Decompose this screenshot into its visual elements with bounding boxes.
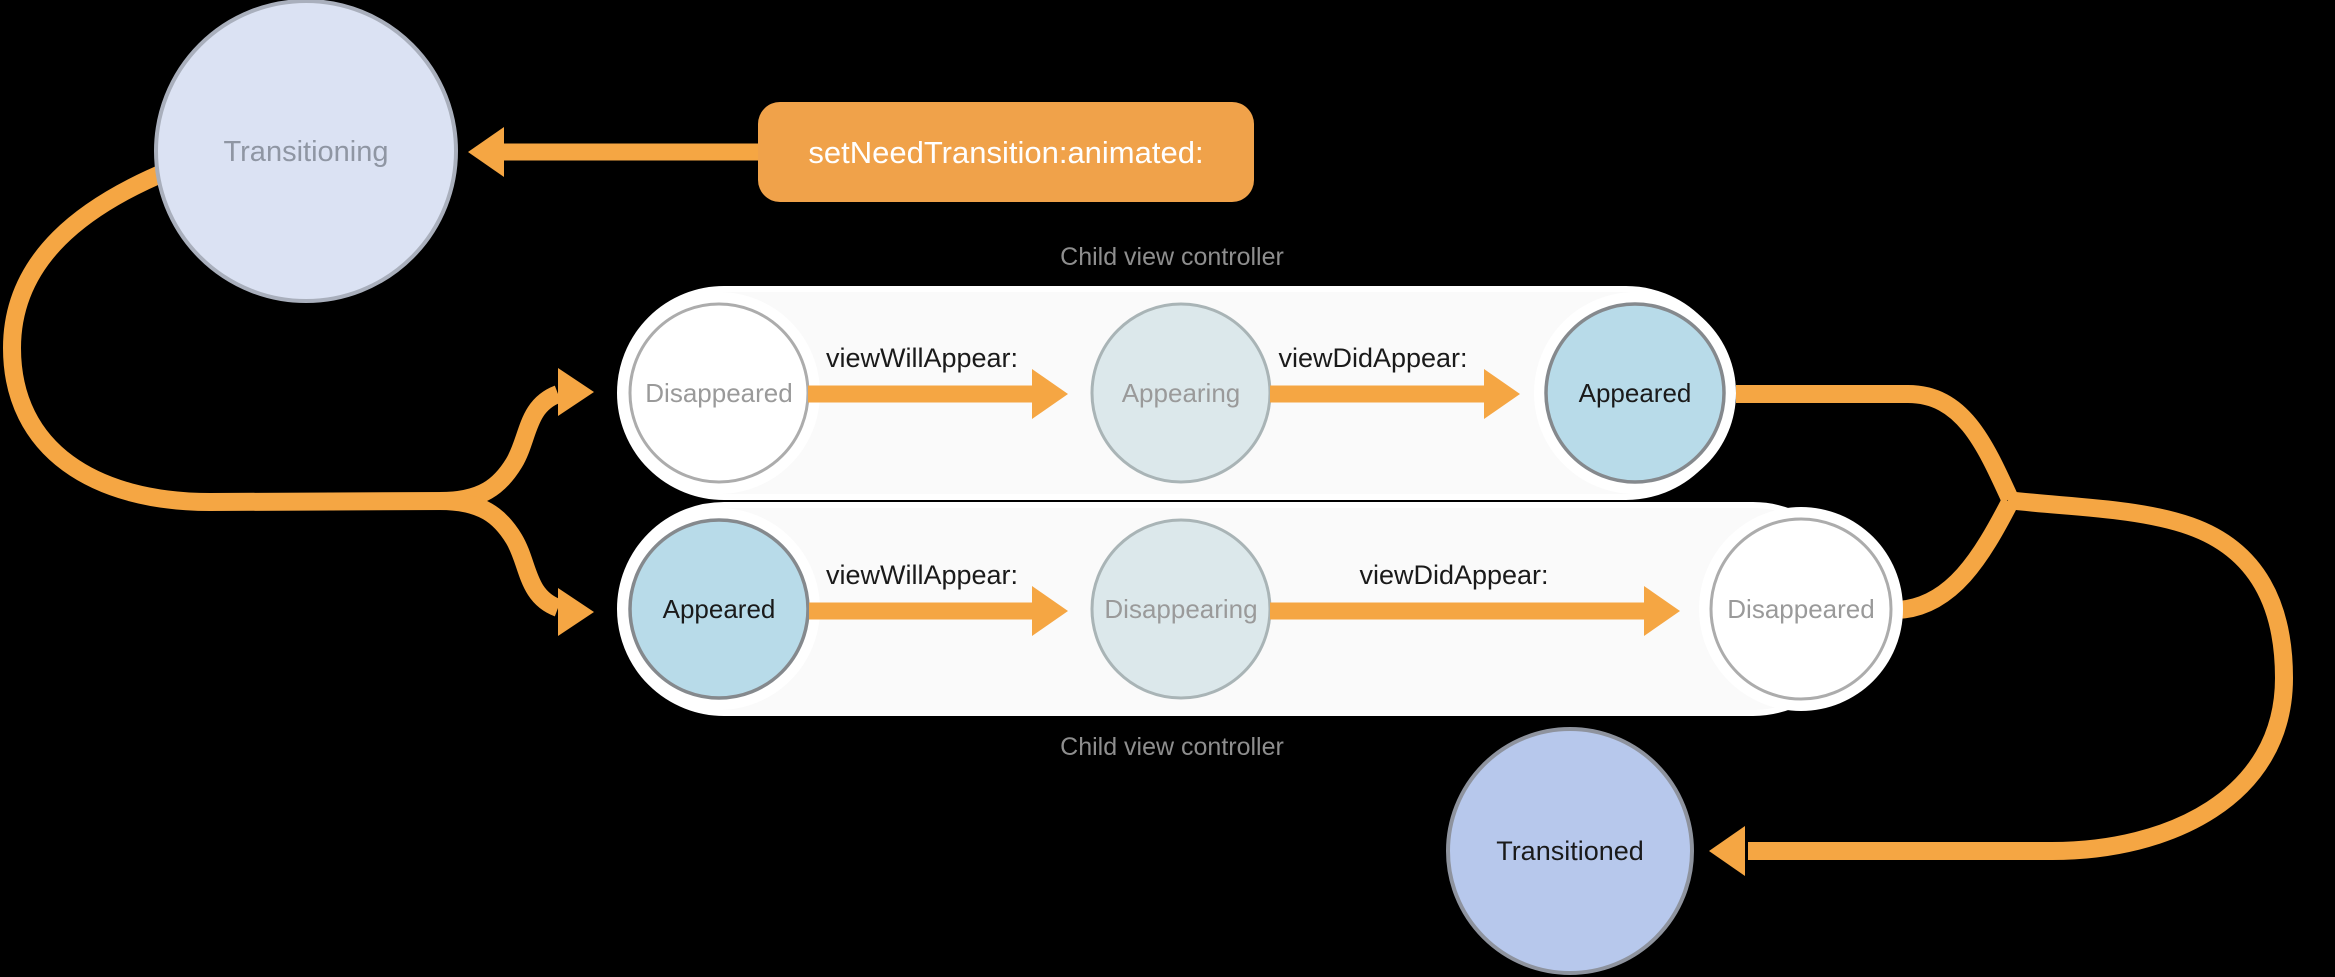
arrowhead-into-transitioned	[1709, 826, 1745, 876]
transition-viewwillappear-bottom-label: viewWillAppear:	[826, 560, 1018, 590]
curve-merge-loop-to-transitioned	[1748, 491, 2294, 860]
trigger-group: setNeedTransition:animated:	[468, 102, 1254, 202]
disappear-flow-container: Child view controller Appeared viewWillA…	[617, 502, 1903, 761]
state-disappeared-top-label: Disappeared	[645, 378, 792, 408]
appear-flow-title: Child view controller	[1060, 243, 1284, 271]
transition-viewdidappear-top-label: viewDidAppear:	[1278, 343, 1467, 373]
state-disappearing-label: Disappearing	[1104, 594, 1257, 624]
state-appeared-bottom	[628, 518, 810, 700]
flow-connectors	[2, 161, 2294, 876]
trigger-button	[758, 102, 1254, 202]
disappear-flow-title: Child view controller	[1060, 733, 1284, 761]
trigger-label: setNeedTransition:animated:	[808, 135, 1203, 170]
curve-fork-to-disappear-flow	[439, 492, 562, 617]
state-appeared-bottom-label: Appeared	[663, 594, 776, 624]
curve-transitioning-to-fork	[2, 161, 449, 512]
state-transitioned-label: Transitioned	[1496, 836, 1644, 866]
curve-appeared-to-merge	[1736, 385, 2019, 503]
transition-viewwillappear-top-label: viewWillAppear:	[826, 343, 1018, 373]
transition-viewwillappear-bottom-arrowhead	[1032, 586, 1068, 636]
transition-viewdidappear-top-arrowhead	[1484, 369, 1520, 419]
transition-viewwillappear-top-arrowhead	[1032, 369, 1068, 419]
curve-fork-to-appear-flow	[439, 385, 562, 510]
state-transitioned: Transitioned	[1446, 727, 1694, 975]
transition-viewdidappear-bottom-label: viewDidAppear:	[1359, 560, 1548, 590]
arrowhead-into-transitioning	[468, 127, 504, 177]
state-transitioned-circle	[1446, 727, 1694, 975]
state-disappeared-bottom	[1709, 517, 1893, 701]
arrowhead-into-disappear-flow	[558, 588, 594, 636]
state-disappeared-bottom-label: Disappeared	[1727, 594, 1874, 624]
state-appeared-top-label: Appeared	[1579, 378, 1692, 408]
state-transitioning-circle	[154, 0, 458, 303]
state-appearing-label: Appearing	[1122, 378, 1241, 408]
state-transitioning: Transitioning	[154, 0, 458, 303]
appear-flow-container: Child view controller Disappeared viewWi…	[617, 243, 1736, 500]
transition-viewdidappear-bottom-arrowhead	[1644, 586, 1680, 636]
curve-disappeared-to-merge	[1897, 497, 2018, 619]
state-appeared-top	[1544, 302, 1726, 484]
arrowhead-into-appear-flow	[558, 368, 594, 416]
state-transitioning-label: Transitioning	[224, 136, 389, 168]
